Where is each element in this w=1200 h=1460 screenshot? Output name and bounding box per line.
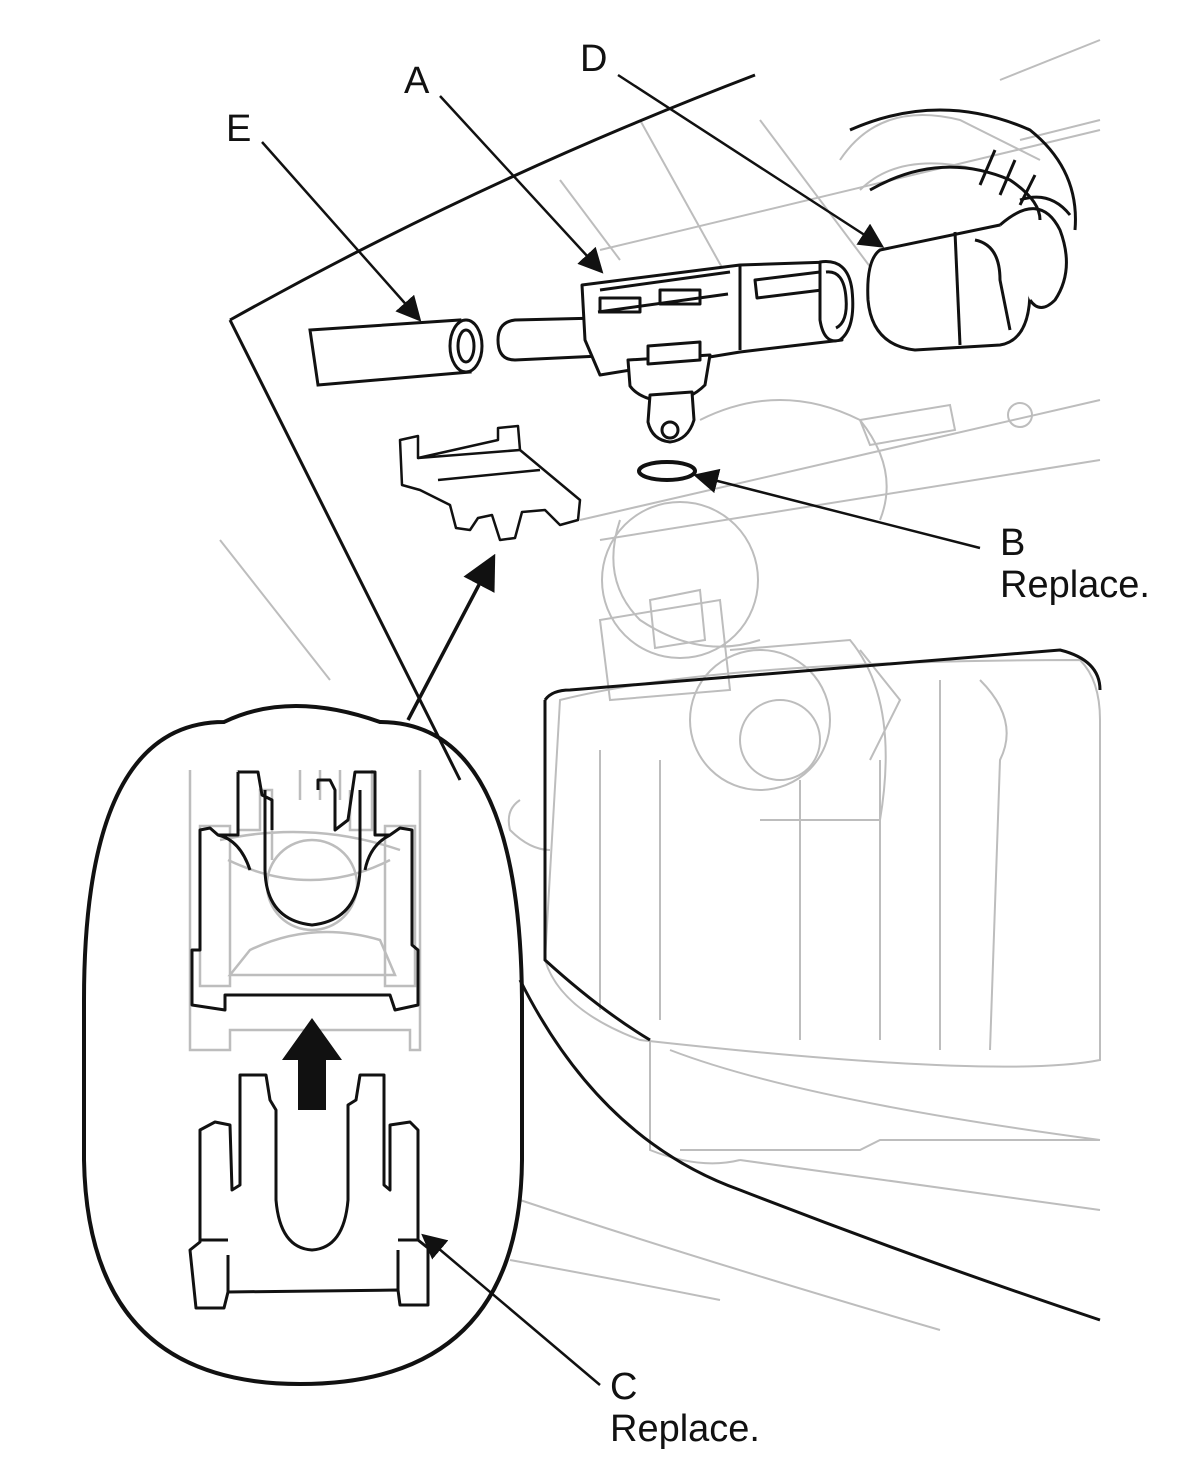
detail-inset [82,704,524,1387]
leader-d [617,73,885,248]
callout-c: C Replace. [610,1366,760,1450]
callout-a: A [404,60,429,102]
body-outline [228,73,1102,1322]
inset-pointer [406,553,496,721]
callout-d: D [580,38,607,80]
part-d-connector [866,195,1072,352]
leader-c [421,1233,601,1386]
callout-a-letter: A [404,60,430,102]
callout-e-letter: E [226,108,252,150]
callout-d-letter: D [580,38,608,80]
part-c-clip-exploded [398,424,582,542]
wire-harness [849,108,1077,231]
part-b-o-ring [637,460,697,482]
leader-e [261,141,422,322]
leader-lines [261,73,981,1386]
callout-b-letter: B [1000,522,1026,564]
callout-e: E [226,108,251,150]
direction-arrow [282,1018,342,1110]
callout-c-note: Replace. [610,1408,760,1450]
callout-b-note: Replace. [1000,564,1150,606]
leader-b [693,468,981,550]
callout-b: B Replace. [1000,522,1150,606]
part-a-sensor [496,260,855,444]
callout-c-letter: C [610,1366,638,1408]
part-e-hose [308,318,484,387]
leader-a [439,95,604,274]
